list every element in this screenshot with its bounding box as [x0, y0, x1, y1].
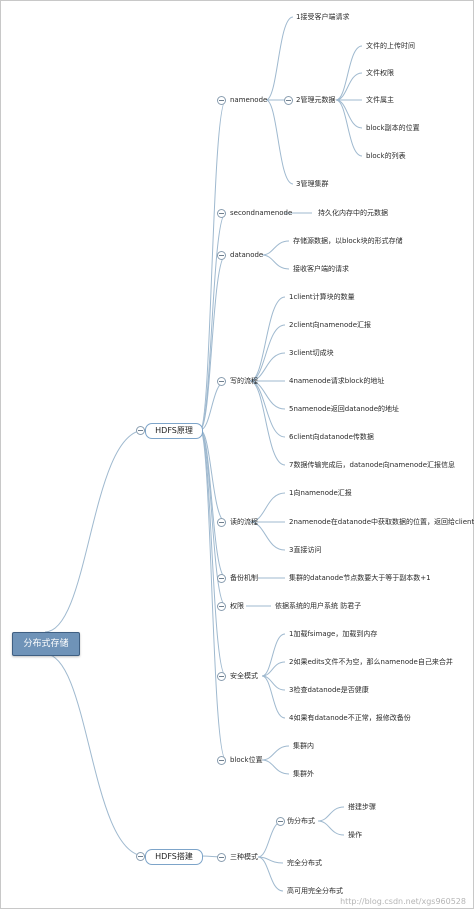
safemode-step-2[interactable]: 2如果edits文件不为空，那么namenode自己来合并 [289, 658, 453, 666]
metadata-owner[interactable]: 文件属主 [366, 96, 394, 104]
namenode-accept-requests[interactable]: 1接受客户端请求 [296, 13, 350, 21]
collapse-toggle-hdfs-build[interactable] [136, 852, 145, 861]
link-root-principle [44, 429, 146, 633]
link-principle-child-5 [199, 429, 227, 579]
collapse-toggle-namenode[interactable] [217, 96, 226, 105]
link-namenode-child-0 [265, 16, 294, 101]
link-write-step-6 [249, 380, 286, 466]
root-node[interactable]: 分布式存储 [12, 632, 80, 656]
link-write-step-2 [249, 352, 286, 382]
link-datanode-child-0 [261, 240, 290, 256]
collapse-toggle-permission[interactable] [217, 602, 226, 611]
three-modes-node[interactable]: 三种模式 [230, 853, 258, 861]
collapse-toggle-backup[interactable] [217, 574, 226, 583]
read-step-2[interactable]: 2namenode在datanode中获取数据的位置，返回给client [289, 518, 474, 526]
link-write-step-5 [249, 380, 286, 438]
link-read-step-0 [249, 492, 286, 523]
link-write-step-0 [249, 296, 286, 382]
link-root-build [44, 653, 146, 857]
safemode-node[interactable]: 安全模式 [230, 672, 258, 680]
watermark: http://blog.csdn.net/xgs960528 [340, 897, 466, 906]
collapse-toggle-read-flow[interactable] [217, 518, 226, 527]
write-flow-node[interactable]: 写的流程 [230, 377, 258, 385]
branch-hdfs-build[interactable]: HDFS搭建 [145, 849, 203, 865]
link-metadata-child-4 [335, 99, 363, 157]
link-principle-child-2 [199, 254, 227, 431]
backup-rule[interactable]: 集群的datanode节点数要大于等于副本数+1 [289, 574, 431, 582]
collapse-toggle-three-modes[interactable] [217, 853, 226, 862]
collapse-toggle-block-location[interactable] [217, 756, 226, 765]
write-step-2[interactable]: 2client向namenode汇报 [289, 321, 372, 329]
block-in-cluster[interactable]: 集群内 [293, 742, 314, 750]
collapse-toggle-write-flow[interactable] [217, 377, 226, 386]
branch-hdfs-principle[interactable]: HDFS原理 [145, 423, 203, 439]
link-block-child-0 [261, 745, 290, 761]
write-step-4[interactable]: 4namenode请求block的地址 [289, 377, 385, 385]
permission-node[interactable]: 权限 [230, 602, 244, 610]
link-write-step-1 [249, 324, 286, 382]
link-datanode-child-1 [261, 254, 290, 270]
link-namenode-child-2 [265, 99, 294, 185]
fully-distributed[interactable]: 完全分布式 [287, 859, 322, 867]
link-modes-child-2 [257, 856, 284, 892]
write-step-6[interactable]: 6client向datanode传数据 [289, 433, 374, 441]
link-principle-child-0 [199, 99, 227, 431]
link-modes-child-0 [257, 820, 284, 858]
secondnamenode-node[interactable]: secondnamenode [230, 209, 293, 217]
link-principle-child-8 [199, 429, 227, 761]
safemode-step-4[interactable]: 4如果有datanode不正常，报修改备份 [289, 714, 411, 722]
datanode-client-requests[interactable]: 接收客户端的请求 [293, 265, 349, 273]
read-step-1[interactable]: 1向namenode汇报 [289, 489, 352, 497]
write-step-7[interactable]: 7数据传输完成后，datanode向namenode汇报信息 [289, 461, 456, 469]
link-metadata-child-0 [335, 45, 363, 101]
collapse-toggle-hdfs-principle[interactable] [136, 426, 145, 435]
collapse-toggle-pseudo-distributed[interactable] [276, 817, 285, 826]
read-step-3[interactable]: 3直接访问 [289, 546, 322, 554]
link-block-child-1 [261, 759, 290, 775]
datanode-store-blocks[interactable]: 存储源数据，以block块的形式存储 [293, 237, 403, 245]
link-principle-child-6 [199, 429, 227, 607]
metadata-replica-location[interactable]: block副本的位置 [366, 124, 420, 132]
read-flow-node[interactable]: 读的流程 [230, 518, 258, 526]
backup-node[interactable]: 备份机制 [230, 574, 258, 582]
ha-fully-distributed[interactable]: 高可用完全分布式 [287, 887, 343, 895]
secondnamenode-persist[interactable]: 持久化内存中的元数据 [318, 209, 388, 217]
write-step-5[interactable]: 5namenode返回datanode的地址 [289, 405, 400, 413]
permission-rule[interactable]: 依据系统的用户系统 防君子 [275, 602, 362, 610]
metadata-permission[interactable]: 文件权限 [366, 69, 394, 77]
link-principle-child-7 [199, 429, 227, 677]
link-read-step-2 [249, 521, 286, 551]
write-step-1[interactable]: 1client计算块的数量 [289, 293, 355, 301]
link-metadata-child-1 [335, 72, 363, 101]
link-metadata-child-3 [335, 99, 363, 129]
link-pseudo-child-1 [317, 820, 345, 836]
namenode-manage-metadata[interactable]: 2管理元数据 [296, 96, 336, 104]
datanode-node[interactable]: datanode [230, 251, 264, 259]
link-safemode-step-1 [261, 661, 286, 677]
pseudo-operations[interactable]: 操作 [348, 831, 362, 839]
safemode-step-3[interactable]: 3检查datanode是否健康 [289, 686, 369, 694]
collapse-toggle-safemode[interactable] [217, 672, 226, 681]
collapse-toggle-secondnamenode[interactable] [217, 209, 226, 218]
link-pseudo-child-0 [317, 806, 345, 822]
pseudo-setup-steps[interactable]: 搭建步骤 [348, 803, 376, 811]
link-safemode-step-0 [261, 633, 286, 677]
block-location-node[interactable]: block位置 [230, 756, 263, 764]
namenode-node[interactable]: namenode [230, 96, 268, 104]
namenode-manage-cluster[interactable]: 3管理集群 [296, 180, 329, 188]
write-step-3[interactable]: 3client切成块 [289, 349, 334, 357]
safemode-step-1[interactable]: 1加载fsimage，加载到内存 [289, 630, 378, 638]
pseudo-distributed-node[interactable]: 伪分布式 [287, 817, 315, 825]
link-safemode-step-3 [261, 675, 286, 719]
block-out-cluster[interactable]: 集群外 [293, 770, 314, 778]
metadata-block-list[interactable]: block的列表 [366, 152, 406, 160]
collapse-toggle-manage-metadata[interactable] [284, 96, 293, 105]
collapse-toggle-datanode[interactable] [217, 251, 226, 260]
metadata-upload-time[interactable]: 文件的上传时间 [366, 42, 415, 50]
